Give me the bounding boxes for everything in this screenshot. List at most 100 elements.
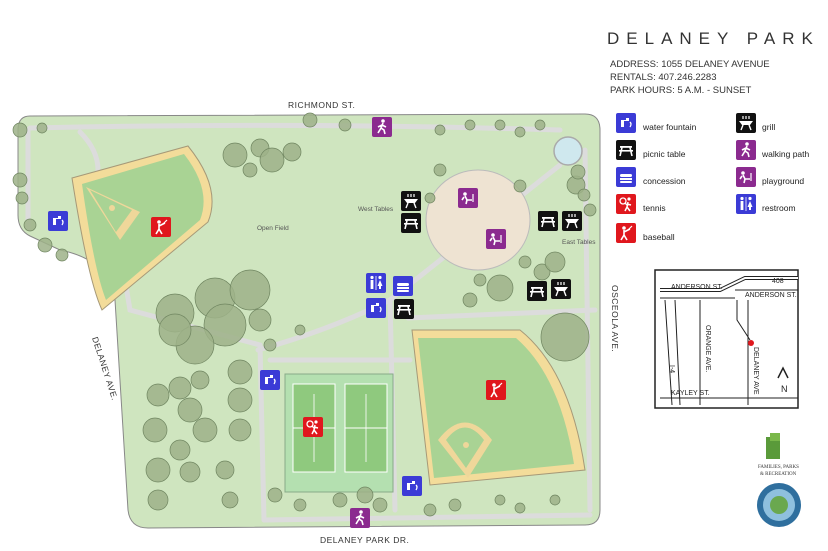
inset-label-anderson-1: ANDERSON ST.	[671, 284, 723, 291]
tree-canopy	[513, 179, 527, 193]
legend-walking-path-icon	[735, 139, 757, 161]
label-west-tables: West Tables	[358, 206, 394, 213]
tree-canopy	[267, 487, 283, 503]
tree-canopy	[494, 119, 506, 131]
legend-label-grill: grill	[762, 122, 775, 132]
legend-grill-icon	[735, 112, 757, 134]
tennis-courts	[284, 373, 394, 493]
tree-canopy	[55, 248, 69, 262]
tree-canopy	[142, 417, 168, 443]
inset-label-408: 408	[772, 278, 784, 285]
tree-canopy	[583, 203, 597, 217]
tree-canopy	[190, 370, 210, 390]
street-delaney-park-dr: DELANEY PARK DR.	[320, 535, 409, 545]
baseball-icon[interactable]	[485, 379, 507, 401]
tree-canopy	[434, 124, 446, 136]
tree-canopy	[145, 457, 171, 483]
tree-canopy	[514, 126, 526, 138]
parks-logo-icon	[766, 437, 780, 459]
tree-canopy	[146, 383, 170, 407]
water-fountain-icon[interactable]	[365, 297, 387, 319]
hours-text: PARK HOURS: 5 A.M. - SUNSET	[610, 85, 751, 96]
tree-canopy	[227, 387, 253, 413]
tree-canopy	[494, 494, 506, 506]
baseball-icon[interactable]	[150, 216, 172, 238]
tree-canopy	[215, 460, 235, 480]
concession-icon[interactable]	[393, 276, 413, 296]
tree-canopy	[228, 418, 252, 442]
tree-canopy	[570, 164, 586, 180]
street-osceola-ave: OSCEOLA AVE.	[610, 285, 620, 352]
legend-label-water-fountain: water fountain	[642, 122, 697, 132]
tree-canopy	[549, 494, 561, 506]
tree-canopy	[294, 324, 306, 336]
tree-canopy	[293, 498, 307, 512]
inset-location-marker	[748, 340, 754, 346]
tree-canopy	[147, 489, 169, 511]
picnic-table-icon[interactable]	[393, 298, 415, 320]
tree-canopy	[23, 218, 37, 232]
tree-canopy	[37, 237, 53, 253]
tree-canopy	[514, 502, 526, 514]
tree-canopy	[222, 142, 248, 168]
tree-canopy	[203, 303, 247, 347]
tree-canopy	[533, 263, 551, 281]
inset-label-kayley: KAYLEY ST.	[671, 390, 710, 397]
tree-canopy	[464, 119, 476, 131]
tree-canopy	[534, 119, 546, 131]
tree-canopy	[36, 122, 48, 134]
picnic-table-icon[interactable]	[526, 280, 548, 302]
inset-locator-map: 408 ANDERSON ST. ANDERSON ST. ORANGE AVE…	[654, 269, 799, 409]
inset-label-delaney: DELANEY AVE	[752, 347, 759, 395]
east-baseball-field	[411, 329, 586, 486]
legend-concession-icon	[616, 167, 636, 187]
north-arrow-icon	[777, 366, 789, 379]
restroom-icon[interactable]	[366, 273, 386, 293]
legend-label-tennis: tennis	[643, 203, 666, 213]
tree-canopy	[338, 118, 352, 132]
tree-canopy	[192, 417, 218, 443]
parks-logo: FAMILIES, PARKS & RECREATION	[758, 433, 799, 477]
trees	[12, 112, 597, 517]
picnic-table-icon[interactable]	[400, 212, 422, 234]
grill-icon[interactable]	[561, 210, 583, 232]
tree-canopy	[177, 397, 203, 423]
logo-text-line2: & RECREATION	[760, 472, 797, 477]
tree-canopy	[544, 251, 566, 273]
legend-label-picnic-table: picnic table	[643, 149, 686, 159]
tree-canopy	[577, 188, 591, 202]
tree-canopy	[169, 439, 191, 461]
legend-restroom-icon	[736, 194, 756, 214]
legend-label-walking-path: walking path	[761, 149, 810, 159]
walking-path-icon[interactable]	[349, 507, 371, 529]
tree-canopy	[248, 308, 272, 332]
tree-canopy	[179, 461, 201, 483]
tree-canopy	[15, 191, 29, 205]
legend-label-concession: concession	[643, 176, 686, 186]
water-fountain-icon[interactable]	[47, 210, 69, 232]
tree-canopy	[372, 497, 388, 513]
grill-icon[interactable]	[400, 190, 422, 212]
walking-path-icon[interactable]	[371, 116, 393, 138]
grill-icon[interactable]	[550, 278, 572, 300]
tree-canopy	[242, 162, 258, 178]
tree-canopy	[221, 491, 239, 509]
playground-icon[interactable]	[457, 187, 479, 209]
legend-water-fountain-icon	[615, 112, 637, 134]
tree-canopy	[448, 498, 462, 512]
water-fountain-icon[interactable]	[259, 369, 281, 391]
legend: water fountain picnic table concession t…	[615, 112, 810, 244]
tree-canopy	[462, 292, 478, 308]
water-fountain-icon[interactable]	[401, 475, 423, 497]
legend-baseball-icon	[615, 222, 637, 244]
rentals-text: RENTALS: 407.246.2283	[610, 72, 717, 83]
legend-label-baseball: baseball	[643, 232, 675, 242]
tree-canopy	[263, 338, 277, 352]
playground-icon[interactable]	[485, 228, 507, 250]
inset-label-orange: ORANGE AVE.	[704, 325, 711, 372]
logo-text-line1: FAMILIES, PARKS	[758, 465, 799, 470]
tennis-icon[interactable]	[302, 416, 324, 438]
picnic-table-icon[interactable]	[537, 210, 559, 232]
legend-playground-icon	[735, 166, 757, 188]
